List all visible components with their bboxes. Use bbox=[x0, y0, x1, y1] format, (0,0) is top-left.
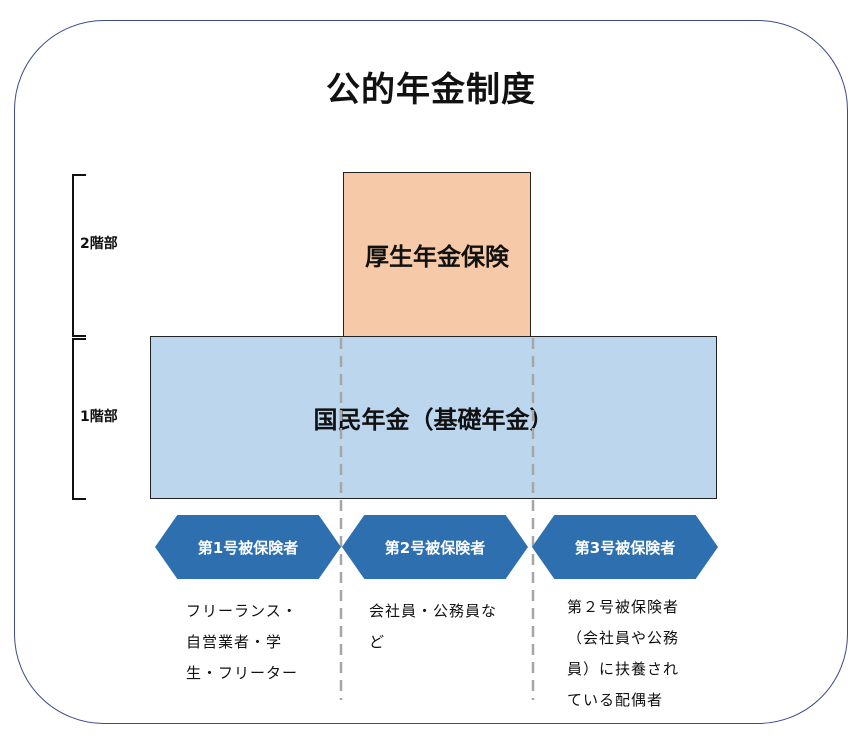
category-3-label: 第3号被保険者 bbox=[574, 538, 676, 557]
category-1-description: フリーランス・ 自営業者・学 生・フリーター bbox=[186, 596, 298, 689]
tier1-bracket bbox=[72, 338, 86, 500]
tier2-bracket bbox=[72, 174, 86, 337]
category-1-label: 第1号被保険者 bbox=[197, 538, 299, 557]
description-line: ど bbox=[369, 633, 386, 651]
description-line: 会社員・公務員な bbox=[369, 602, 498, 620]
kokumin-nenkin-box: 国民年金（基礎年金） bbox=[150, 336, 717, 499]
category-1-hexagon: 第1号被保険者 bbox=[155, 515, 341, 579]
category-2-label: 第2号被保険者 bbox=[384, 538, 486, 557]
description-line: 自営業者・学 bbox=[186, 633, 283, 651]
rounded-frame bbox=[14, 20, 848, 724]
category-3-hexagon: 第3号被保険者 bbox=[532, 515, 718, 579]
description-line: 員）に扶養され bbox=[567, 660, 680, 678]
tier1-label: 1階部 bbox=[80, 409, 118, 425]
description-line: 第２号被保険者 bbox=[567, 598, 680, 616]
description-line: フリーランス・ bbox=[186, 602, 298, 620]
description-line: （会社員や公務 bbox=[567, 629, 680, 647]
description-line: 生・フリーター bbox=[186, 664, 299, 682]
tier2-label: 2階部 bbox=[80, 236, 118, 252]
description-line: ている配偶者 bbox=[567, 691, 664, 709]
category-3-description: 第２号被保険者 （会社員や公務 員）に扶養され ている配偶者 bbox=[567, 592, 679, 716]
kokumin-nenkin-label: 国民年金（基礎年金） bbox=[313, 406, 554, 434]
diagram-title: 公的年金制度 bbox=[326, 70, 536, 110]
category-2-description: 会社員・公務員な ど bbox=[369, 596, 497, 658]
category-2-hexagon: 第2号被保険者 bbox=[342, 515, 528, 579]
kousei-nenkin-label: 厚生年金保険 bbox=[365, 243, 509, 271]
